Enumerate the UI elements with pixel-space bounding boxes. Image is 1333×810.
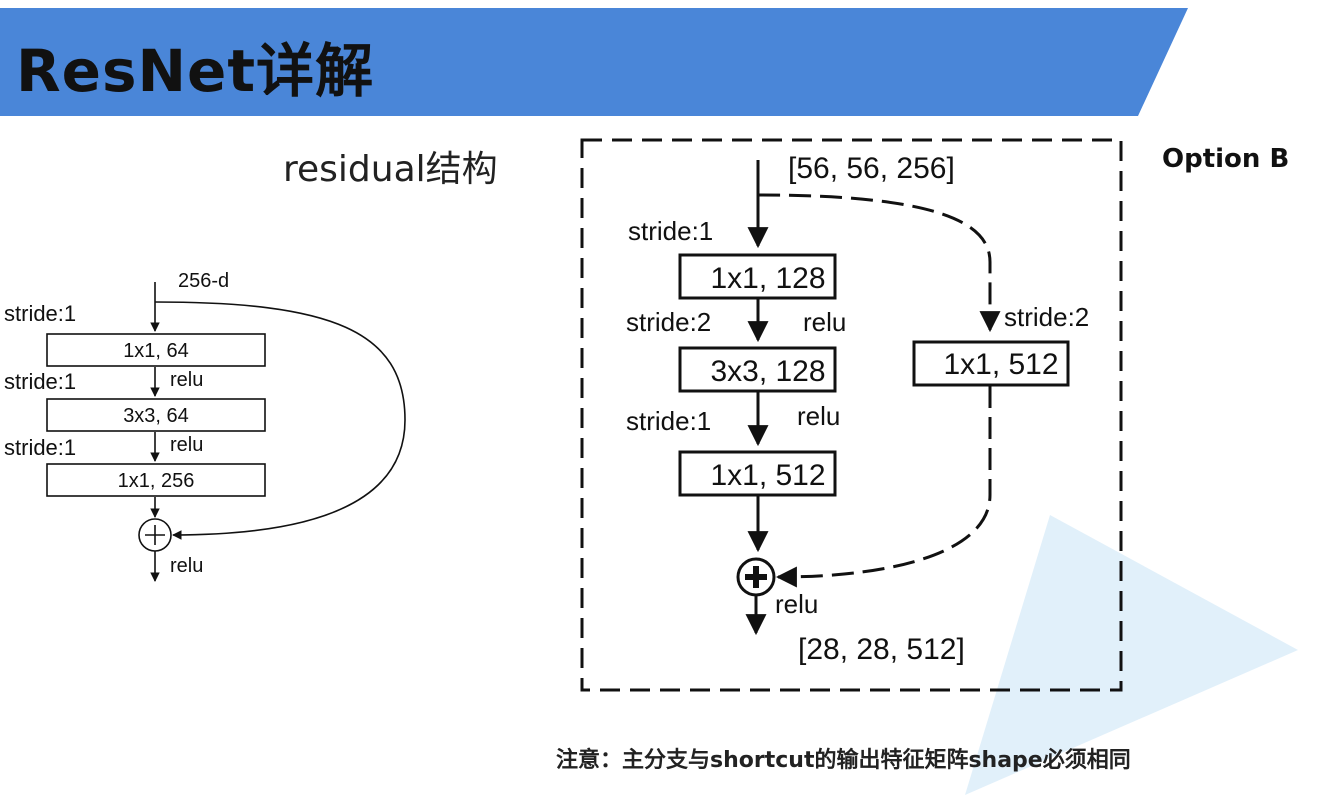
left-layer-label-3: 1x1, 256 <box>118 470 195 492</box>
right-stride-3: stride:1 <box>626 406 711 436</box>
decorative-triangle <box>965 515 1298 795</box>
right-layer-box-1 <box>678 253 837 300</box>
right-relu-2: relu <box>797 401 840 431</box>
right-stride-1: stride:1 <box>628 216 713 246</box>
left-relu-1: relu <box>170 369 203 391</box>
left-layer-label-2: 3x3, 64 <box>123 405 189 427</box>
slide-subtitle: residual结构 <box>283 149 498 190</box>
right-layer-label-3: 1x1, 512 <box>710 459 825 492</box>
note-text: 注意：主分支与shortcut的输出特征矩阵shape必须相同 <box>556 748 1131 773</box>
shortcut-stride: stride:2 <box>1004 302 1089 332</box>
left-layer-label-1: 1x1, 64 <box>123 340 189 362</box>
left-stride-3: stride:1 <box>4 435 76 460</box>
right-layer-label-1: 1x1, 128 <box>710 262 825 295</box>
left-shortcut-curve <box>154 301 406 540</box>
banner-shape <box>0 8 1188 116</box>
right-output-shape: [28, 28, 512] <box>798 633 965 666</box>
left-bottleneck-block <box>46 282 406 582</box>
left-layer-box-2 <box>46 398 266 432</box>
option-label: Option B <box>1162 144 1290 174</box>
header-banner <box>0 8 1188 116</box>
left-input-label: 256-d <box>178 270 229 292</box>
right-layer-label-2: 3x3, 128 <box>710 355 825 388</box>
left-layer-box-3 <box>46 463 266 497</box>
right-stride-2: stride:2 <box>626 307 711 337</box>
shortcut-layer-box <box>912 340 1070 387</box>
left-stride-1: stride:1 <box>4 301 76 326</box>
right-bottleneck-block <box>678 160 1070 636</box>
left-relu-2: relu <box>170 434 203 456</box>
right-add-circle <box>736 557 776 597</box>
right-input-shape: [56, 56, 256] <box>788 152 955 185</box>
right-shortcut-dashed <box>757 193 1001 588</box>
shortcut-layer-label: 1x1, 512 <box>943 348 1058 381</box>
right-layer-box-3 <box>678 450 837 497</box>
right-relu-3: relu <box>775 589 818 619</box>
option-b-dashed-frame <box>580 138 1123 692</box>
left-stride-2: stride:1 <box>4 369 76 394</box>
right-relu-1: relu <box>803 307 846 337</box>
left-relu-3: relu <box>170 555 203 577</box>
right-layer-box-2 <box>678 346 837 393</box>
left-layer-box-1 <box>46 333 266 367</box>
add-plus-icon <box>745 566 767 588</box>
slide-title: ResNet详解 <box>16 37 375 105</box>
